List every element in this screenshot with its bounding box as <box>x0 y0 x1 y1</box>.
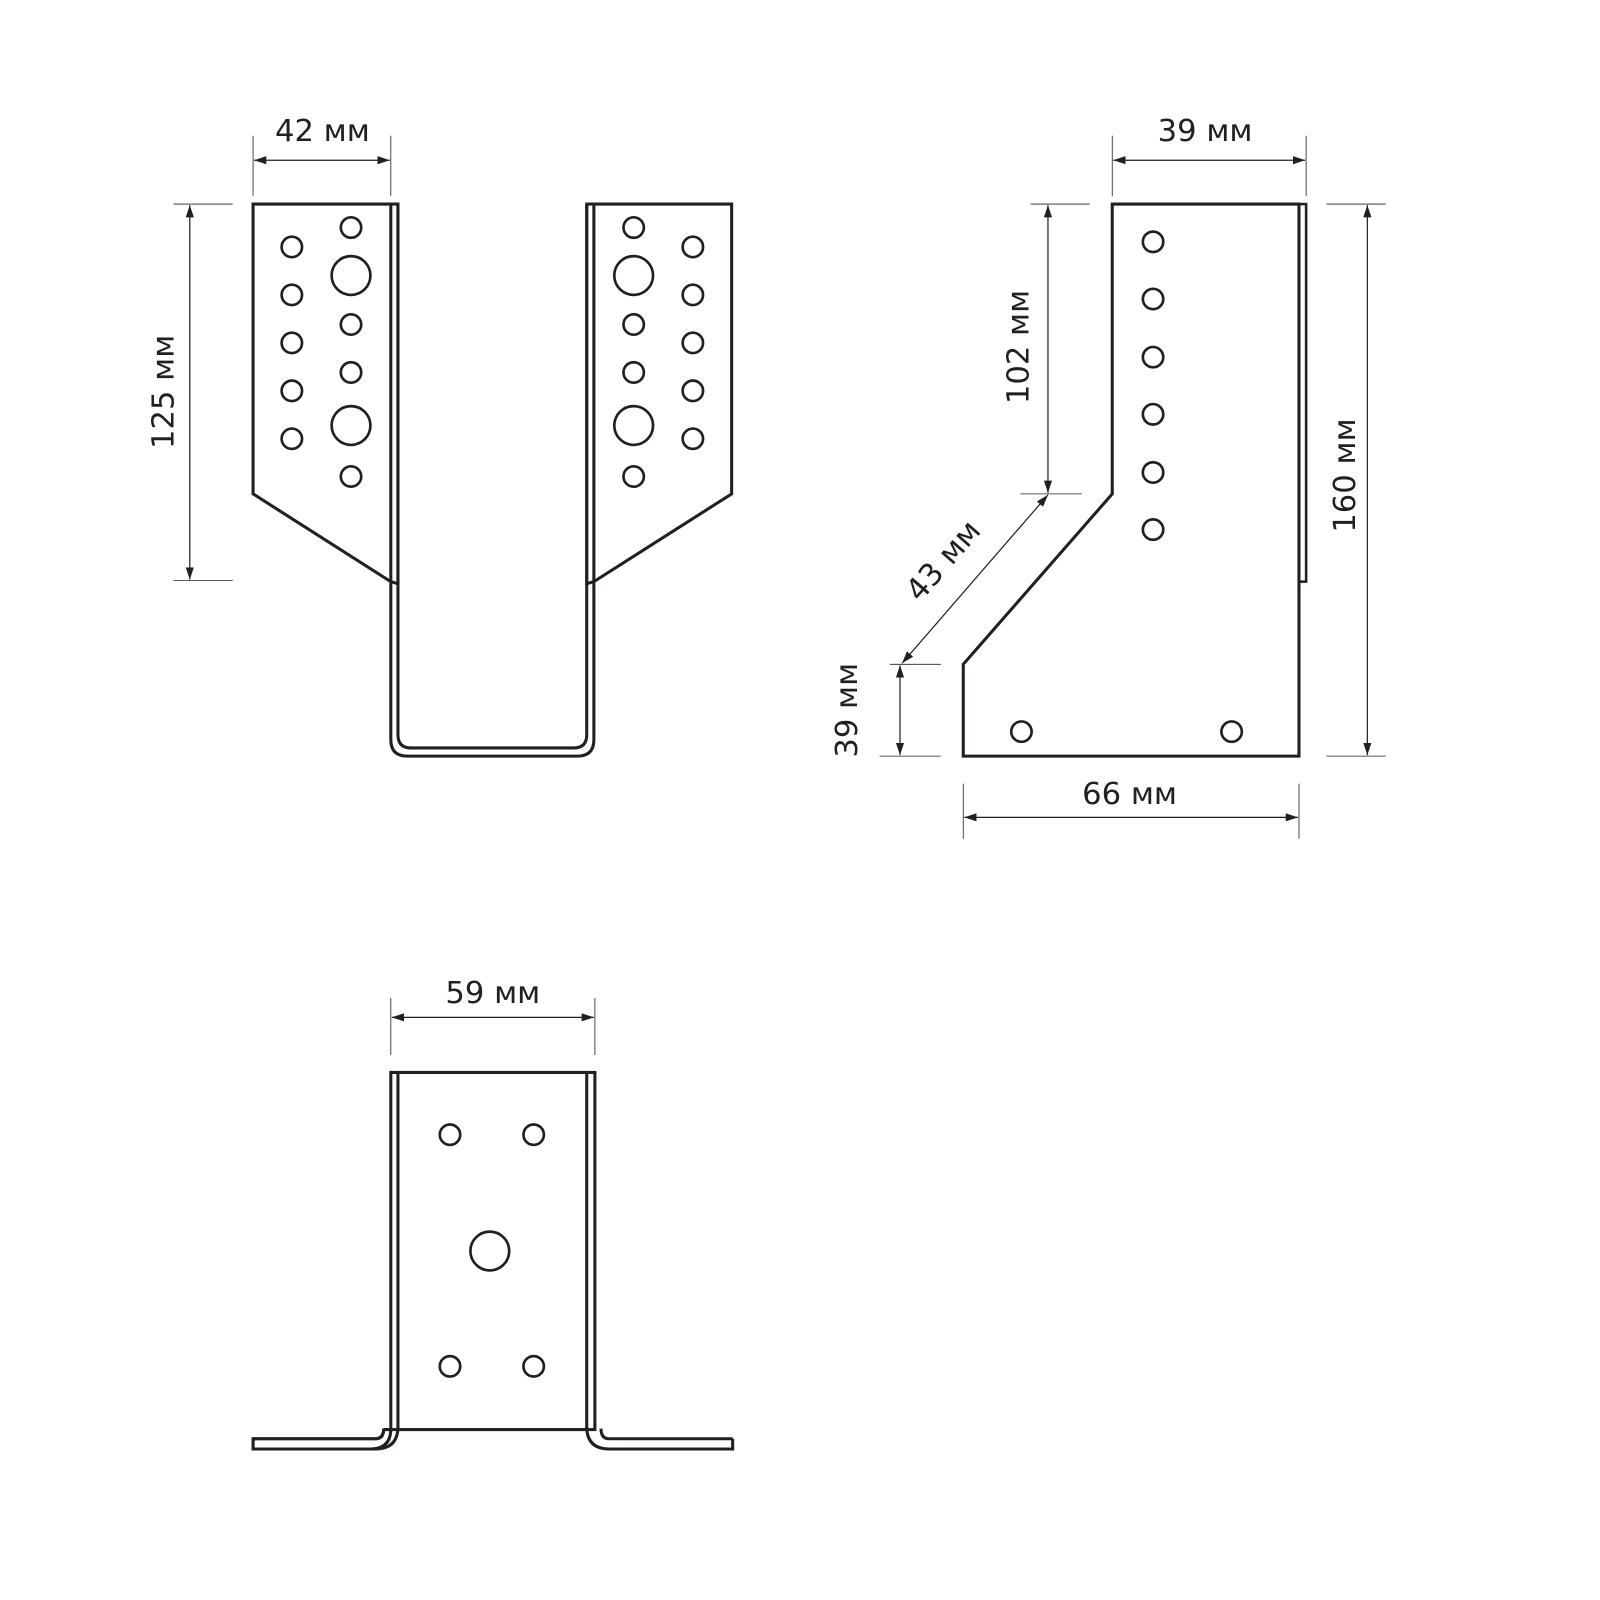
hole <box>1141 518 1165 542</box>
dimension-label: 125 мм <box>146 335 181 449</box>
hole <box>339 312 363 337</box>
u-channel-outer <box>389 204 596 758</box>
hole <box>339 465 363 489</box>
bottom-holes <box>438 1123 546 1378</box>
left-flange <box>251 202 400 586</box>
hole <box>280 331 304 355</box>
hole <box>522 1123 546 1147</box>
dimension-59: 59 мм <box>390 976 596 1056</box>
hole <box>1141 460 1165 484</box>
hole <box>339 360 363 384</box>
dimension-label: 39 мм <box>830 663 865 758</box>
dimension-label: 59 мм <box>445 976 540 1011</box>
dimension-label: 160 мм <box>1328 418 1363 532</box>
hole <box>622 465 646 489</box>
dimension-label: 43 мм <box>900 514 989 609</box>
hole <box>622 216 646 240</box>
hole <box>280 235 304 259</box>
dimension-102: 102 мм <box>1002 203 1090 495</box>
hole <box>681 331 705 355</box>
hole <box>681 235 705 259</box>
hole <box>1009 720 1033 744</box>
dimension-160: 160 мм <box>1326 203 1386 757</box>
hole <box>1141 287 1165 311</box>
front-holes <box>280 216 705 489</box>
hole <box>438 1123 462 1147</box>
large-hole <box>469 1230 511 1272</box>
large-hole <box>330 254 372 297</box>
dimension-label: 66 мм <box>1082 777 1177 812</box>
hole <box>681 283 705 307</box>
hole <box>522 1354 546 1378</box>
hole <box>681 427 705 451</box>
large-hole <box>612 254 655 297</box>
dimension-42: 42 мм <box>252 114 392 196</box>
hole <box>280 379 304 403</box>
hole <box>280 283 304 307</box>
dimension-label: 39 мм <box>1158 114 1253 149</box>
front-view: 42 мм 125 мм <box>146 114 734 758</box>
dimension-39-lower: 39 мм <box>830 663 941 758</box>
side-holes <box>1009 230 1244 744</box>
hole <box>681 379 705 403</box>
hole <box>1141 345 1165 369</box>
dimension-66: 66 мм <box>962 777 1300 839</box>
hole <box>622 360 646 384</box>
hole <box>1141 402 1165 426</box>
hole <box>1220 720 1244 744</box>
hole <box>339 216 363 240</box>
dimension-label: 42 мм <box>275 114 370 149</box>
dimension-label: 102 мм <box>1002 290 1037 404</box>
dimension-39-top: 39 мм <box>1111 114 1307 196</box>
hole <box>1141 230 1165 254</box>
large-hole <box>612 404 655 447</box>
right-base-flange <box>585 1426 735 1451</box>
side-view: 39 мм 102 мм 160 мм 43 мм 39 мм <box>830 114 1386 839</box>
bottom-view: 59 мм <box>251 976 735 1451</box>
u-channel-inner <box>396 204 589 750</box>
side-plate <box>961 202 1301 758</box>
dimension-125: 125 мм <box>146 203 233 582</box>
large-hole <box>330 404 372 447</box>
right-flange <box>585 202 734 586</box>
hole <box>622 312 646 337</box>
hole <box>280 427 304 451</box>
hole <box>438 1354 462 1378</box>
